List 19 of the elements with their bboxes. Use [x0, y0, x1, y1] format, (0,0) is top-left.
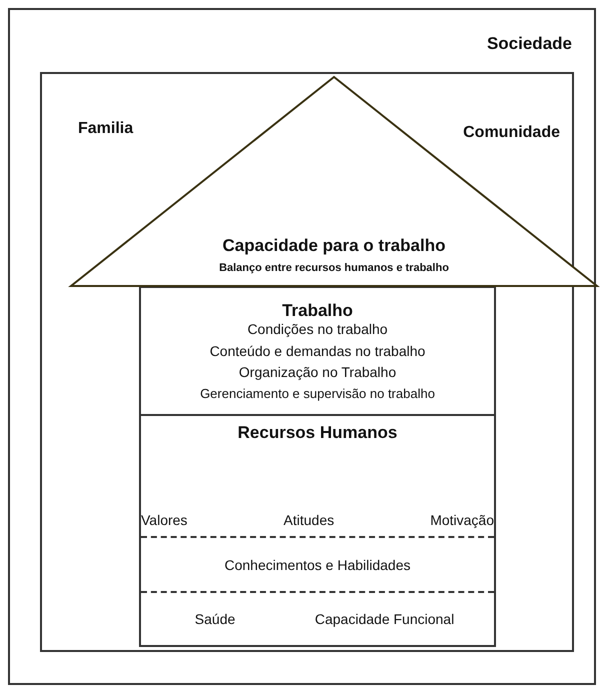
region-label: Familia: [78, 120, 134, 138]
region-label: Sociedade: [486, 34, 572, 54]
section-box: [139, 286, 496, 416]
band-label: Conhecimentos e Habilidades: [224, 556, 410, 572]
section-box: [139, 414, 496, 647]
list-item: Organização no Trabalho: [238, 364, 396, 382]
roof-title: Capacidade para o trabalho: [222, 236, 446, 256]
list-item: Gerenciamento e supervisão no trabalho: [200, 386, 435, 402]
section-heading: Trabalho: [282, 300, 353, 322]
list-item: Conteúdo e demandas no trabalho: [210, 342, 426, 360]
band-label: Valores: [141, 512, 188, 528]
roof-subtitle: Balanço entre recursos humanos e trabalho: [218, 262, 450, 274]
list-item: Condições no trabalho: [247, 321, 388, 339]
band-label: Atitudes: [284, 512, 334, 528]
section-heading: Recursos Humanos: [238, 422, 398, 444]
band-label: Motivação: [430, 512, 494, 528]
band-label: Capacidade Funcional: [314, 611, 454, 627]
band-label: Saúde: [194, 611, 236, 627]
region-label: Comunidade: [463, 124, 560, 142]
